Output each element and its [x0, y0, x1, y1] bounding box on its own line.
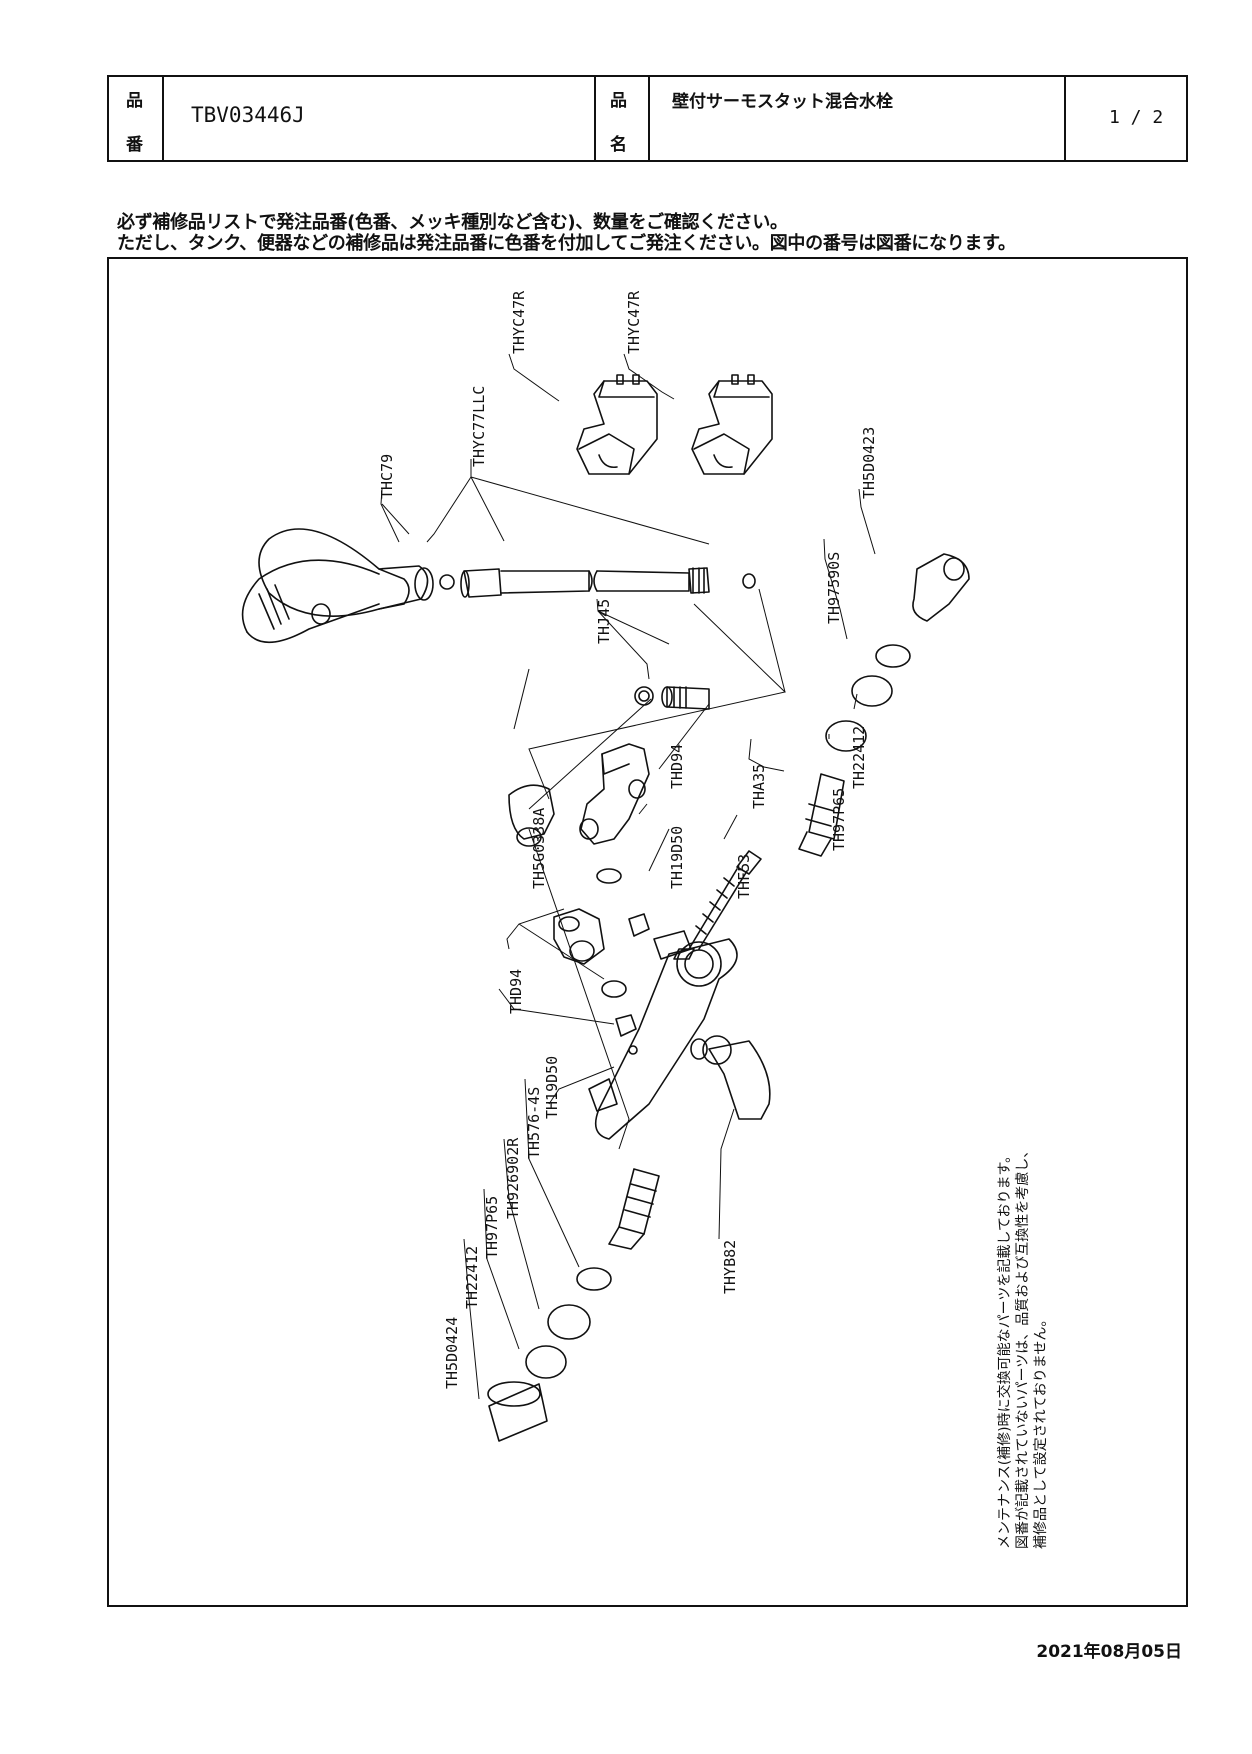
product-code: TBV03446J: [191, 103, 305, 127]
issue-date: 2021年08月05日: [1036, 1642, 1182, 1662]
washer-bottom-shape: [601, 980, 627, 998]
label-th97590s: TH97590S: [825, 552, 843, 624]
label-hinmei-top: 品: [610, 91, 627, 111]
label-thd94-bottom: THD94: [507, 969, 525, 1014]
shower-head-shape: [241, 528, 434, 644]
label-th22412-bottom: TH22412: [463, 1246, 481, 1309]
ring-th22412-top-shape: [851, 675, 893, 707]
label-th19d50-top: TH19D50: [668, 826, 686, 889]
maintenance-note-line-3: 補修品として設定されておりません。: [1033, 1313, 1049, 1549]
maintenance-note-line-2: 図番が記載されていないパーツは、品質および互換性を考慮し、: [1014, 1144, 1031, 1549]
hose-shape: [439, 567, 756, 598]
nut-th19d50-top-shape: [628, 913, 650, 937]
header-divider: [162, 77, 164, 160]
label-thd94-top: THD94: [668, 744, 686, 789]
label-tha35: THA35: [750, 764, 768, 809]
label-th576-4s: TH576-4S: [525, 1087, 543, 1159]
label-th97p65-bottom: TH97P65: [483, 1196, 501, 1259]
label-thyc47r-b: THYC47R: [625, 290, 643, 354]
notice-line-1: 必ず補修品リストで発注品番(色番、メッキ種別など含む)、数量をご確認ください。: [117, 212, 788, 233]
spindle-thf53-shape: [673, 850, 762, 960]
exploded-parts-diagram: THYC47R THYC47R THC79 THYC77LLC TH5D0423…: [241, 290, 1049, 1549]
nut-th97590s-shape: [875, 644, 911, 668]
header-divider: [648, 77, 650, 160]
diagram-frame: THYC47R THYC47R THC79 THYC77LLC TH5D0423…: [107, 257, 1188, 1607]
maintenance-note-line-1: メンテナンス(補修)時に交換可能なパーツを記載しております。: [996, 1149, 1013, 1549]
label-th5d0423: TH5D0423: [860, 427, 878, 499]
page-number: 1 / 2: [1109, 107, 1164, 128]
product-name: 壁付サーモスタット混合水栓: [672, 92, 893, 112]
label-th5d0424: TH5D0424: [443, 1317, 461, 1389]
label-th19d50-bottom: TH19D50: [543, 1056, 561, 1119]
adapter-thj45-shape: [634, 686, 710, 710]
ring-th926902r-shape: [576, 1267, 612, 1291]
label-thyc77llc: THYC77LLC: [470, 386, 488, 467]
bracket-thd94-top-shape: [579, 743, 650, 845]
header-table: 品 番 TBV03446J 品 名 壁付サーモスタット混合水栓 1 / 2: [107, 75, 1188, 162]
label-thyb82: THYB82: [721, 1240, 739, 1294]
washer-top-shape: [596, 868, 622, 884]
label-thf53: THF53: [735, 854, 753, 899]
holder-a-shape: [576, 374, 658, 475]
label-th926902r: TH926902R: [504, 1137, 522, 1219]
cap-th5d0423-shape: [912, 553, 970, 622]
leader-lines: [380, 353, 876, 1400]
handle-thyb82-shape: [690, 1035, 771, 1120]
cap-th5d0424-shape: [487, 1381, 548, 1442]
label-thyc47r-a: THYC47R: [510, 290, 528, 354]
header-divider: [1064, 77, 1066, 160]
ring-th97p65-bottom-shape: [547, 1304, 591, 1340]
label-hinmei-bottom: 名: [610, 135, 627, 155]
bracket-thd94-bottom-shape: [553, 908, 605, 965]
label-hinban-bottom: 番: [126, 135, 143, 155]
notice-line-2: ただし、タンク、便器などの補修品は発注品番に色番を付加してご発注ください。図中の…: [117, 233, 1016, 254]
ring-th97p65-top-shape: [825, 720, 867, 752]
nut-th19d50-bottom-shape: [615, 1014, 637, 1037]
ring-th22412-bottom-shape: [525, 1345, 567, 1379]
label-th22412-top: TH22412: [850, 726, 868, 789]
holder-b-shape: [691, 374, 773, 475]
label-thc79: THC79: [378, 454, 396, 499]
header-divider: [594, 77, 596, 160]
label-hinban-top: 品: [126, 91, 143, 111]
label-th5g0338a: TH5G0338A: [530, 808, 548, 889]
label-th97p65-top: TH97P65: [830, 788, 848, 851]
cartridge-th576-4s-shape: [608, 1168, 660, 1250]
main-body-shape: [588, 930, 738, 1140]
elbow-th5g0338a-shape: [508, 784, 555, 847]
label-thj45: THJ45: [595, 599, 613, 644]
cartridge-tha35-shape: [798, 773, 845, 857]
